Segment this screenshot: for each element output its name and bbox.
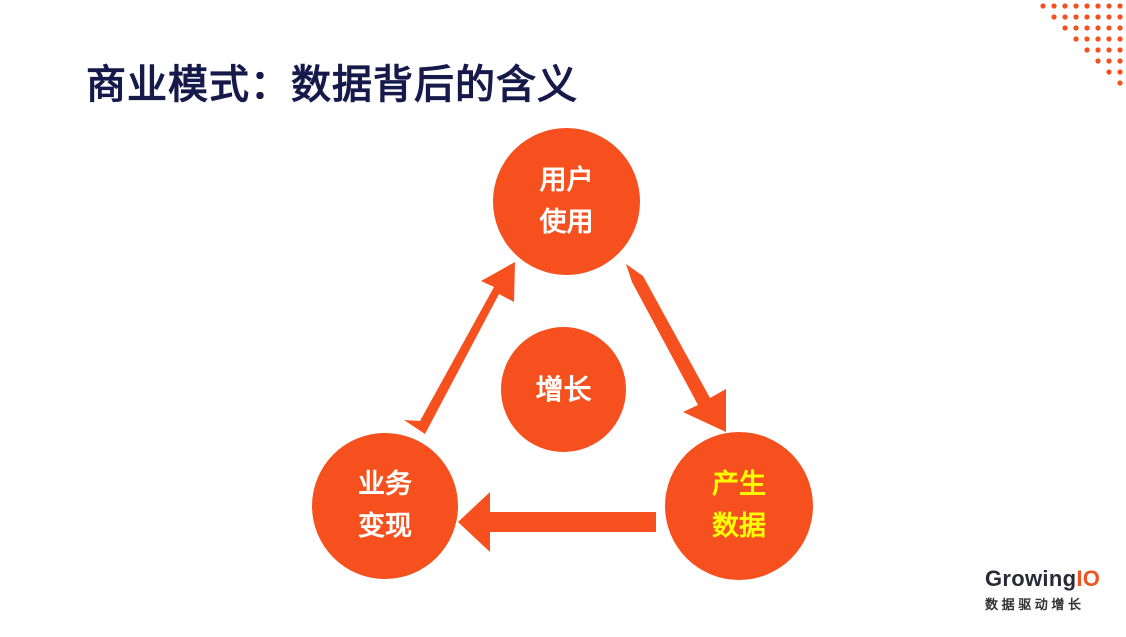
node-top: 用户 使用 bbox=[493, 128, 640, 275]
decoration-dot bbox=[1117, 14, 1123, 20]
decoration-dot bbox=[1062, 14, 1068, 20]
decoration-dot bbox=[1095, 58, 1101, 64]
decoration-dot bbox=[1073, 25, 1079, 31]
logo-suffix: IO bbox=[1076, 566, 1101, 591]
decoration-dot bbox=[1095, 14, 1101, 20]
node-center-label: 增长 bbox=[535, 372, 592, 406]
decoration-dot bbox=[1051, 3, 1057, 9]
logo-name: GrowingIO bbox=[985, 566, 1105, 592]
decoration-dot bbox=[1117, 69, 1123, 75]
decoration-dot bbox=[1073, 14, 1079, 20]
decoration-dot bbox=[1106, 69, 1112, 75]
logo-tagline: 数据驱动增长 bbox=[985, 598, 1085, 613]
decoration-dot bbox=[1040, 3, 1046, 9]
arrow-up-right-icon bbox=[404, 262, 515, 434]
decoration-dot bbox=[1073, 3, 1079, 9]
decoration-dot bbox=[1117, 80, 1123, 86]
arrow-right-down-icon bbox=[626, 264, 726, 432]
decoration-dot bbox=[1084, 14, 1090, 20]
decoration-dot bbox=[1117, 36, 1123, 42]
decoration-dot bbox=[1117, 47, 1123, 53]
decoration-dot bbox=[1062, 25, 1068, 31]
node-left-line1: 业务 bbox=[358, 469, 412, 501]
decoration-dot bbox=[1051, 14, 1057, 20]
decoration-dot bbox=[1084, 36, 1090, 42]
decoration-dot bbox=[1106, 25, 1112, 31]
node-left-line2: 变现 bbox=[358, 511, 412, 542]
decoration-dot bbox=[1095, 25, 1101, 31]
brand-logo: GrowingIO 数据驱动增长 bbox=[985, 566, 1105, 613]
node-top-line2: 使用 bbox=[539, 206, 594, 238]
decoration-dot bbox=[1073, 36, 1079, 42]
page-title: 商业模式：数据背后的含义 bbox=[86, 62, 578, 108]
decoration-dot bbox=[1117, 58, 1123, 64]
decoration-dot bbox=[1106, 58, 1112, 64]
dots-triangle-decoration-icon bbox=[1040, 3, 1123, 86]
decoration-dot bbox=[1095, 47, 1101, 53]
decoration-dot bbox=[1117, 3, 1123, 9]
decoration-dot bbox=[1106, 3, 1112, 9]
logo-prefix: Growing bbox=[985, 566, 1077, 591]
decoration-dot bbox=[1117, 25, 1123, 31]
node-top-line1: 用户 bbox=[539, 164, 594, 196]
arrow-left-icon bbox=[458, 492, 656, 552]
node-right-line1: 产生 bbox=[712, 469, 766, 501]
decoration-dot bbox=[1106, 47, 1112, 53]
node-right-line2: 数据 bbox=[712, 511, 766, 542]
node-left: 业务 变现 bbox=[312, 433, 458, 579]
decoration-dot bbox=[1106, 14, 1112, 20]
node-right: 产生 数据 bbox=[665, 432, 813, 580]
decoration-dot bbox=[1095, 3, 1101, 9]
decoration-dot bbox=[1106, 36, 1112, 42]
node-center: 增长 bbox=[501, 327, 626, 452]
decoration-dot bbox=[1084, 25, 1090, 31]
decoration-dot bbox=[1084, 47, 1090, 53]
decoration-dot bbox=[1084, 3, 1090, 9]
decoration-dot bbox=[1095, 36, 1101, 42]
decoration-dot bbox=[1062, 3, 1068, 9]
